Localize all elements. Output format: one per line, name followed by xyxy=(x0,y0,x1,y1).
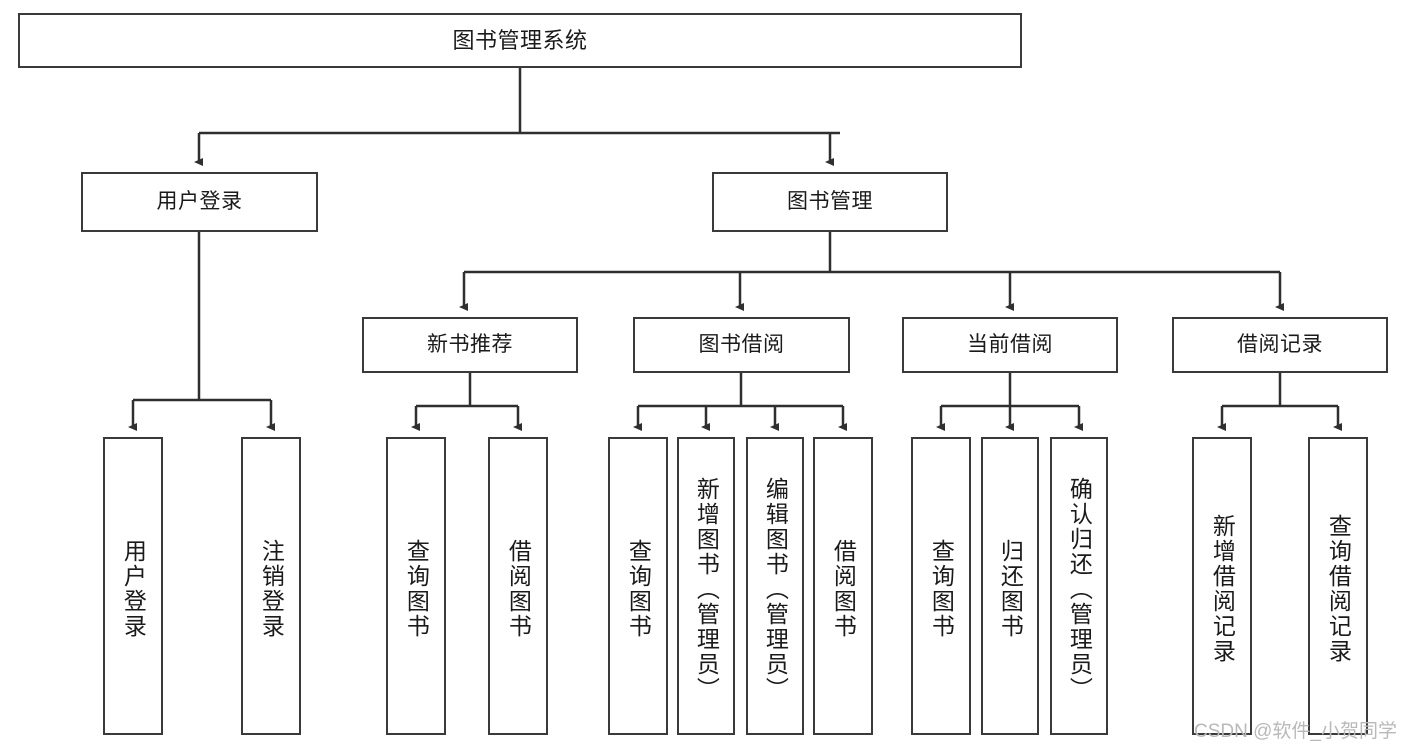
leaf-label: 查询图书 xyxy=(625,539,652,639)
leaf-label: 查询借阅记录 xyxy=(1325,514,1352,664)
node-new-book-recommend[interactable]: 新书推荐 xyxy=(362,317,578,373)
node-book-management[interactable]: 图书管理 xyxy=(712,172,948,232)
leaf-inner: 注销登录 xyxy=(243,445,299,733)
leaf-borrow-borrow-book[interactable]: 借阅图书 xyxy=(813,437,873,735)
leaf-borrow-edit-book-admin[interactable]: 编辑图书（管理员） xyxy=(746,437,804,735)
leaf-user-login-logout[interactable]: 注销登录 xyxy=(241,437,301,735)
leaf-record-add-borrow-record[interactable]: 新增借阅记录 xyxy=(1192,437,1252,735)
leaf-inner: 借阅图书 xyxy=(815,445,871,733)
leaf-label: 确认归还（管理员） xyxy=(1066,476,1093,702)
leaf-new-book-borrow-book[interactable]: 借阅图书 xyxy=(488,437,548,735)
leaf-label: 查询图书 xyxy=(928,539,955,639)
leaf-label: 查询图书 xyxy=(403,539,430,639)
leaf-current-confirm-return-admin[interactable]: 确认归还（管理员） xyxy=(1050,437,1108,735)
leaf-borrow-add-book-admin[interactable]: 新增图书（管理员） xyxy=(677,437,735,735)
leaf-inner: 查询图书 xyxy=(388,445,444,733)
node-root-book-management-system[interactable]: 图书管理系统 xyxy=(18,13,1022,68)
leaf-current-query-book[interactable]: 查询图书 xyxy=(911,437,971,735)
leaf-inner: 查询图书 xyxy=(913,445,969,733)
node-label: 用户登录 xyxy=(156,189,243,213)
node-book-borrow[interactable]: 图书借阅 xyxy=(633,317,850,373)
node-current-borrow[interactable]: 当前借阅 xyxy=(902,317,1118,373)
leaf-label: 用户登录 xyxy=(120,539,147,639)
leaf-inner: 归还图书 xyxy=(983,445,1037,733)
leaf-inner: 查询借阅记录 xyxy=(1310,445,1366,733)
leaf-inner: 查询图书 xyxy=(610,445,666,733)
leaf-label: 编辑图书（管理员） xyxy=(762,476,789,702)
leaf-inner: 新增图书（管理员） xyxy=(679,445,733,733)
leaf-inner: 新增借阅记录 xyxy=(1194,445,1250,733)
leaf-inner: 借阅图书 xyxy=(490,445,546,733)
leaf-label: 新增图书（管理员） xyxy=(693,476,720,702)
node-borrow-record[interactable]: 借阅记录 xyxy=(1172,317,1388,373)
node-label: 图书管理系统 xyxy=(452,27,588,53)
node-label: 图书管理 xyxy=(787,189,873,213)
node-label: 借阅记录 xyxy=(1237,332,1323,356)
node-label: 当前借阅 xyxy=(967,332,1053,356)
node-label: 图书借阅 xyxy=(698,332,785,356)
leaf-user-login-login[interactable]: 用户登录 xyxy=(103,437,163,735)
leaf-current-return-book[interactable]: 归还图书 xyxy=(981,437,1039,735)
node-user-login[interactable]: 用户登录 xyxy=(81,172,318,232)
leaf-record-query-borrow-record[interactable]: 查询借阅记录 xyxy=(1308,437,1368,735)
leaf-new-book-query-book[interactable]: 查询图书 xyxy=(386,437,446,735)
leaf-label: 新增借阅记录 xyxy=(1209,514,1236,664)
leaf-label: 借阅图书 xyxy=(505,539,532,639)
leaf-inner: 确认归还（管理员） xyxy=(1052,445,1106,733)
leaf-label: 借阅图书 xyxy=(830,539,857,639)
node-label: 新书推荐 xyxy=(427,332,513,356)
leaf-inner: 用户登录 xyxy=(105,445,161,733)
leaf-borrow-query-book[interactable]: 查询图书 xyxy=(608,437,668,735)
watermark-text: CSDN @软件_小贺同学 xyxy=(1194,721,1397,742)
leaf-label: 归还图书 xyxy=(997,539,1024,639)
leaf-inner: 编辑图书（管理员） xyxy=(748,445,802,733)
leaf-label: 注销登录 xyxy=(258,539,285,639)
